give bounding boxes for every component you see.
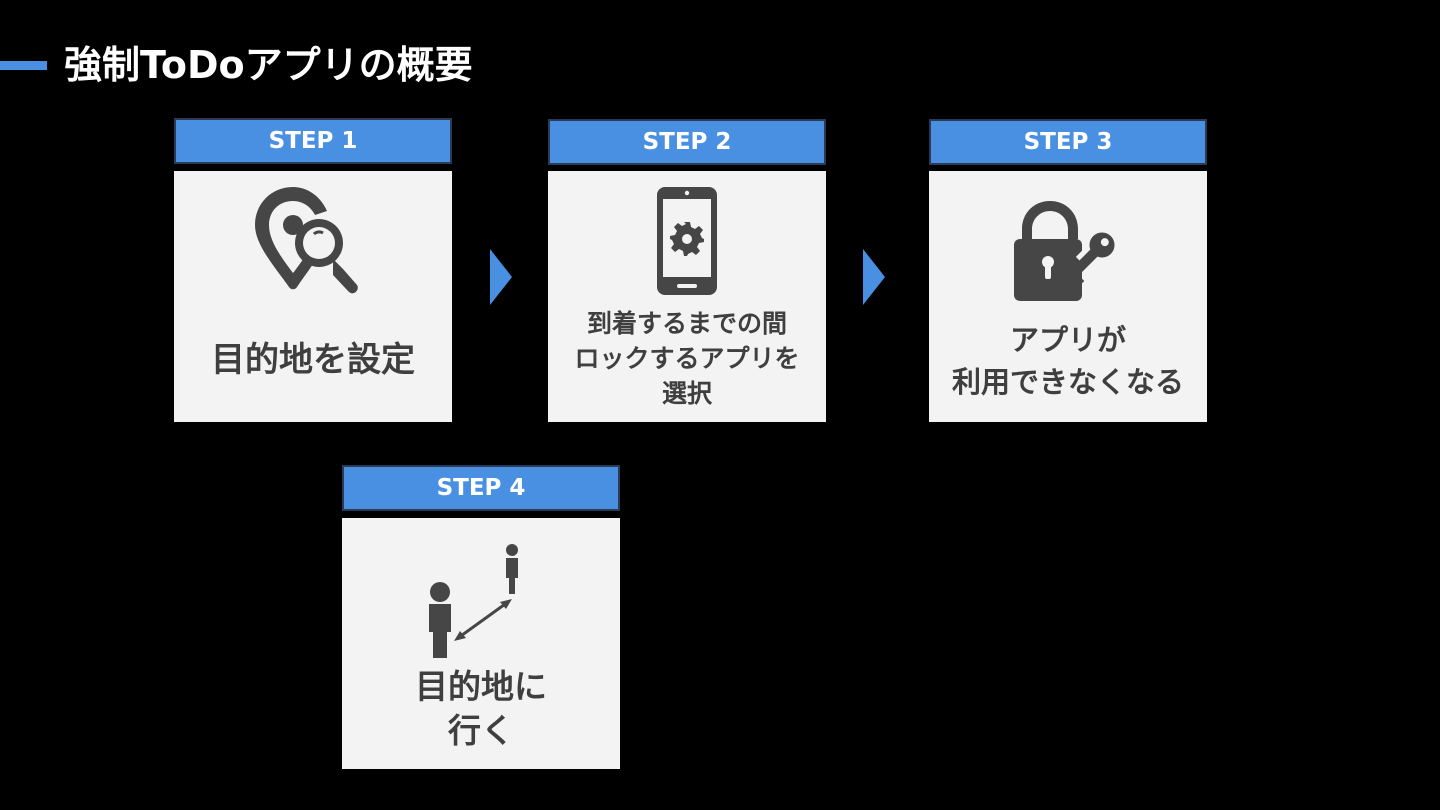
step-3-text: アプリが 利用できなくなる: [929, 319, 1207, 403]
step-4-text: 目的地に 行く: [342, 665, 620, 753]
people-distance-icon: [342, 544, 620, 660]
step-3-body: アプリが 利用できなくなる: [929, 171, 1207, 422]
map-pin-search-icon: [174, 185, 452, 297]
arrow-1-2: [490, 249, 512, 305]
step-2-text: 到着するまでの間 ロックするアプリを 選択: [548, 306, 826, 411]
step-3-line-1: アプリが: [1009, 323, 1126, 357]
step-4-body: 目的地に 行く: [342, 518, 620, 769]
arrow-2-3: [863, 249, 885, 305]
step-1-header: STEP 1: [174, 118, 452, 164]
step-2-line-2: ロックするアプリを: [574, 344, 800, 373]
step-2-header: STEP 2: [548, 119, 826, 165]
step-1-line-1: 目的地を設定: [211, 340, 415, 380]
step-2-line-1: 到着するまでの間: [586, 309, 787, 338]
step-card-3: STEP 3 アプリが 利用できなくなる: [929, 119, 1207, 422]
title-accent-bar: [0, 61, 47, 70]
step-4-header: STEP 4: [342, 465, 620, 511]
page-title: 強制ToDoアプリの概要: [64, 43, 473, 87]
step-card-1: STEP 1 目的地を設定: [174, 118, 452, 422]
step-4-line-1: 目的地に: [415, 667, 547, 706]
step-card-2: STEP 2 到着するまでの間 ロックするアプリを 選択: [548, 119, 826, 422]
step-1-text: 目的地を設定: [174, 338, 452, 382]
step-2-line-3: 選択: [661, 379, 712, 408]
step-card-4: STEP 4 目的地に 行く: [342, 465, 620, 769]
step-3-header: STEP 3: [929, 119, 1207, 165]
step-4-line-2: 行く: [448, 711, 514, 750]
step-1-body: 目的地を設定: [174, 171, 452, 422]
padlock-key-icon: [929, 199, 1207, 301]
step-3-line-2: 利用できなくなる: [951, 365, 1184, 399]
step-2-body: 到着するまでの間 ロックするアプリを 選択: [548, 171, 826, 422]
smartphone-settings-icon: [548, 185, 826, 297]
